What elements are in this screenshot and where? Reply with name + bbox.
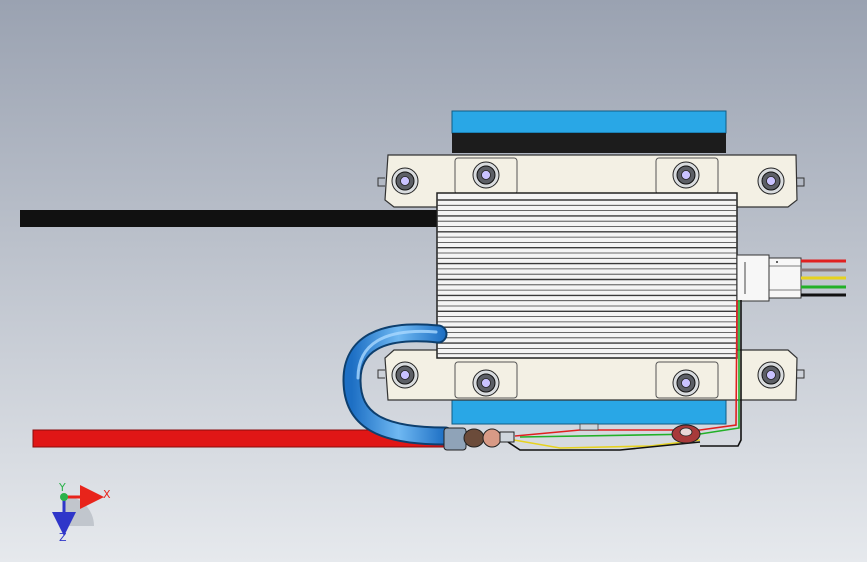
harness-wire[interactable] xyxy=(519,300,740,438)
black-cable[interactable] xyxy=(20,210,440,227)
bolt xyxy=(472,161,500,189)
bolt xyxy=(757,167,785,195)
triad-x-label: X xyxy=(103,488,111,501)
heatsink-body[interactable] xyxy=(436,192,738,359)
bolt xyxy=(472,369,500,397)
cable-terminal-left[interactable] xyxy=(443,427,515,451)
signal-wires[interactable] xyxy=(507,259,846,451)
bolt xyxy=(391,167,419,195)
coolant-hose[interactable] xyxy=(342,323,455,446)
bolt xyxy=(757,361,785,389)
bolt xyxy=(391,361,419,389)
triad-y-label: Y xyxy=(58,481,66,494)
harness-wire[interactable] xyxy=(514,299,738,437)
coordinate-triad: X Y Z xyxy=(52,481,111,544)
bottom-cap[interactable] xyxy=(451,399,727,425)
cable-terminal-right[interactable] xyxy=(579,423,701,444)
bolt xyxy=(672,369,700,397)
harness-wire[interactable] xyxy=(507,441,701,451)
heatsink-fins xyxy=(437,199,737,355)
harness-wire[interactable] xyxy=(700,300,742,447)
harness-wire[interactable] xyxy=(513,439,701,449)
triad-y-axis xyxy=(60,493,68,501)
bolt xyxy=(672,161,700,189)
mounting-bolts xyxy=(391,161,785,397)
triad-z-label: Z xyxy=(59,531,67,544)
signal-connector[interactable] xyxy=(736,254,802,302)
top-cap[interactable] xyxy=(451,110,727,153)
